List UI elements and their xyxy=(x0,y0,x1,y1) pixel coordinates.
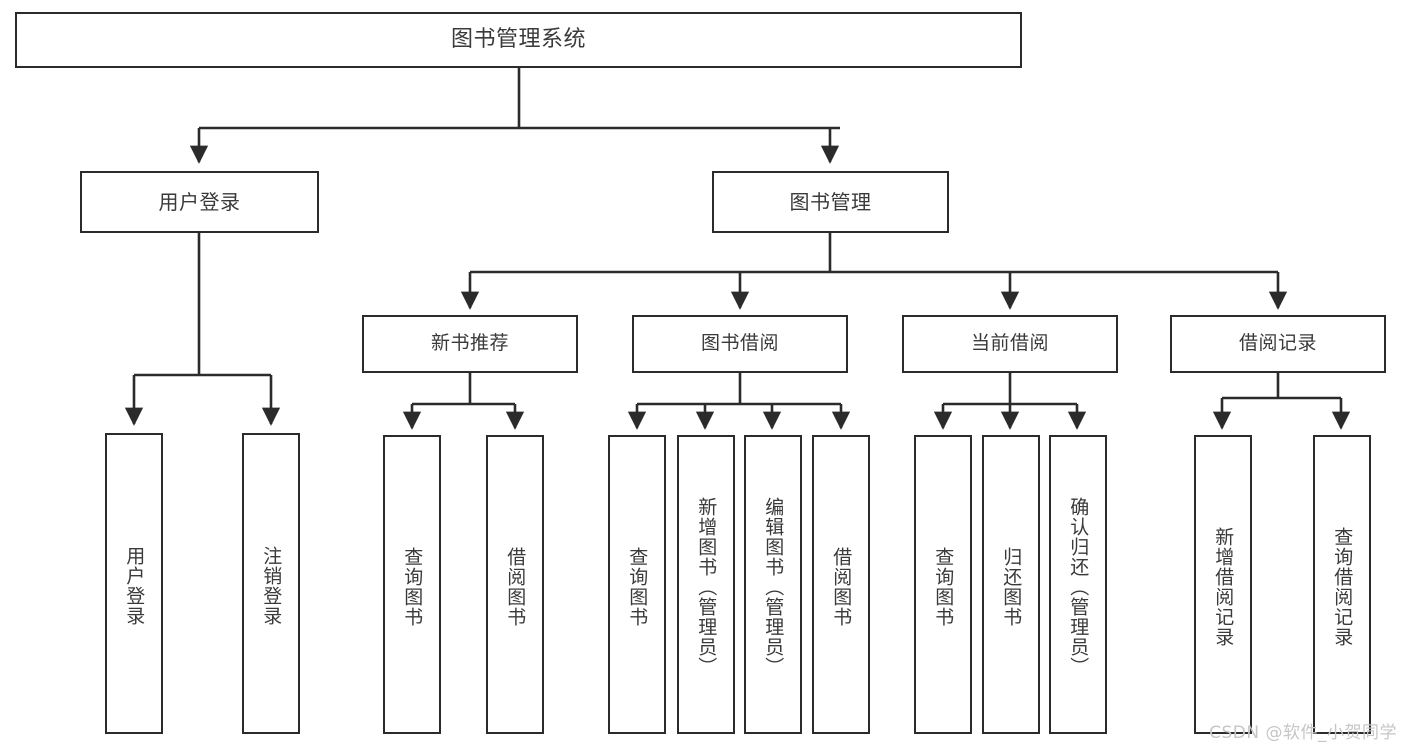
node-label: 新增借阅记录 xyxy=(1212,526,1235,647)
leaf-borrow-book[interactable]: 借阅图书 xyxy=(812,435,870,734)
leaf-query-borrow-record[interactable]: 查询借阅记录 xyxy=(1313,435,1371,734)
node-label: 借阅图书 xyxy=(830,546,853,627)
node-label: 查询图书 xyxy=(401,546,424,627)
node-label: 查询图书 xyxy=(626,546,649,627)
leaf-return-book[interactable]: 归还图书 xyxy=(982,435,1040,734)
node-label: 编辑图书（管理员） xyxy=(762,496,785,677)
node-label: 注销登录 xyxy=(260,545,283,626)
node-label: 当前借阅 xyxy=(970,332,1049,355)
leaf-query-book-borrow[interactable]: 查询图书 xyxy=(608,435,666,734)
node-book-management[interactable]: 图书管理 xyxy=(712,171,949,233)
leaf-edit-book-admin[interactable]: 编辑图书（管理员） xyxy=(744,435,802,734)
node-label: 新增图书（管理员） xyxy=(695,496,718,677)
leaf-borrow-book-recommend[interactable]: 借阅图书 xyxy=(486,435,544,734)
node-label: 用户登录 xyxy=(123,545,146,626)
node-label: 查询借阅记录 xyxy=(1331,526,1354,647)
watermark: CSDN @软件_小贺同学 xyxy=(1209,723,1397,743)
node-label: 用户登录 xyxy=(158,189,241,214)
leaf-user-login[interactable]: 用户登录 xyxy=(105,433,163,734)
node-user-login[interactable]: 用户登录 xyxy=(80,171,319,233)
leaf-add-book-admin[interactable]: 新增图书（管理员） xyxy=(677,435,735,734)
leaf-confirm-return-admin[interactable]: 确认归还（管理员） xyxy=(1049,435,1107,734)
leaf-query-book-recommend[interactable]: 查询图书 xyxy=(383,435,441,734)
node-borrow-record[interactable]: 借阅记录 xyxy=(1170,315,1386,373)
node-label: 确认归还（管理员） xyxy=(1067,496,1090,677)
node-current-borrow[interactable]: 当前借阅 xyxy=(902,315,1118,373)
node-book-borrow[interactable]: 图书借阅 xyxy=(632,315,848,373)
node-label: 归还图书 xyxy=(1000,546,1023,627)
node-label: 借阅图书 xyxy=(504,546,527,627)
node-label: 新书推荐 xyxy=(430,332,509,355)
leaf-query-book-current[interactable]: 查询图书 xyxy=(914,435,972,734)
node-label: 图书借阅 xyxy=(700,332,779,355)
node-root-system[interactable]: 图书管理系统 xyxy=(15,12,1022,68)
node-new-book-recommend[interactable]: 新书推荐 xyxy=(362,315,578,373)
node-label: 查询图书 xyxy=(932,546,955,627)
node-label: 借阅记录 xyxy=(1238,332,1317,355)
node-label: 图书管理系统 xyxy=(450,26,586,52)
leaf-add-borrow-record[interactable]: 新增借阅记录 xyxy=(1194,435,1252,734)
node-label: 图书管理 xyxy=(789,189,872,214)
leaf-logout[interactable]: 注销登录 xyxy=(242,433,300,734)
